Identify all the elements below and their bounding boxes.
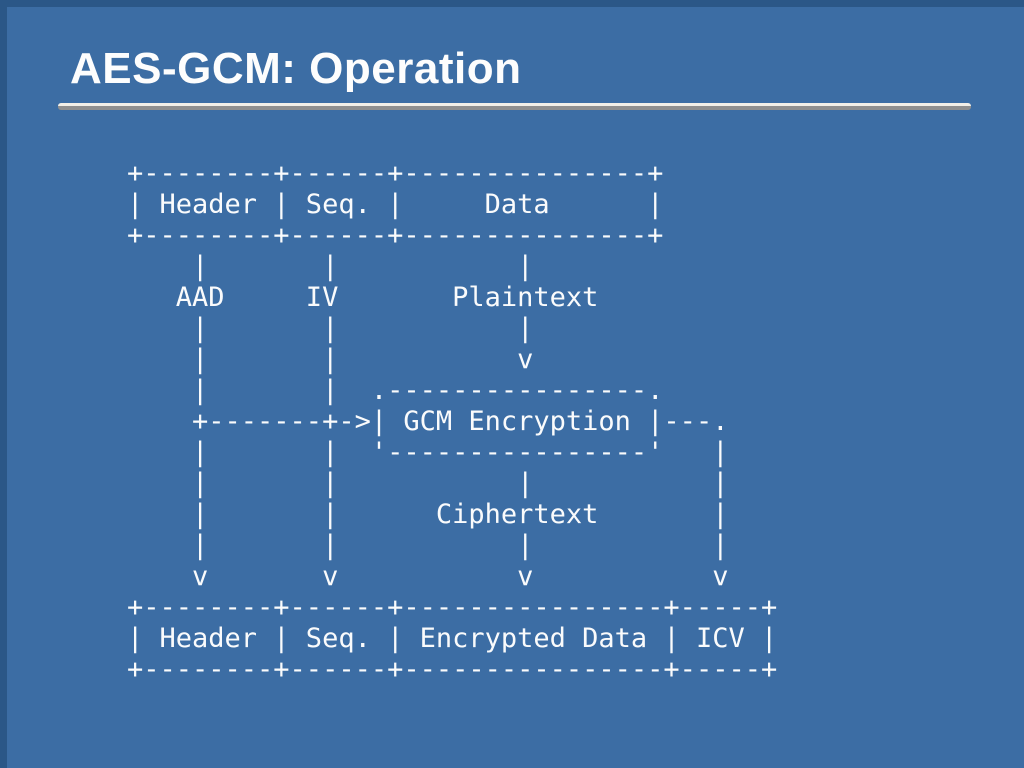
ascii-diagram: +--------+------+---------------+ | Head… xyxy=(127,158,778,685)
slide-edge-left xyxy=(0,0,7,768)
title-underline xyxy=(58,103,971,110)
slide-edge-top xyxy=(0,0,1024,7)
slide-title: AES-GCM: Operation xyxy=(70,44,522,93)
